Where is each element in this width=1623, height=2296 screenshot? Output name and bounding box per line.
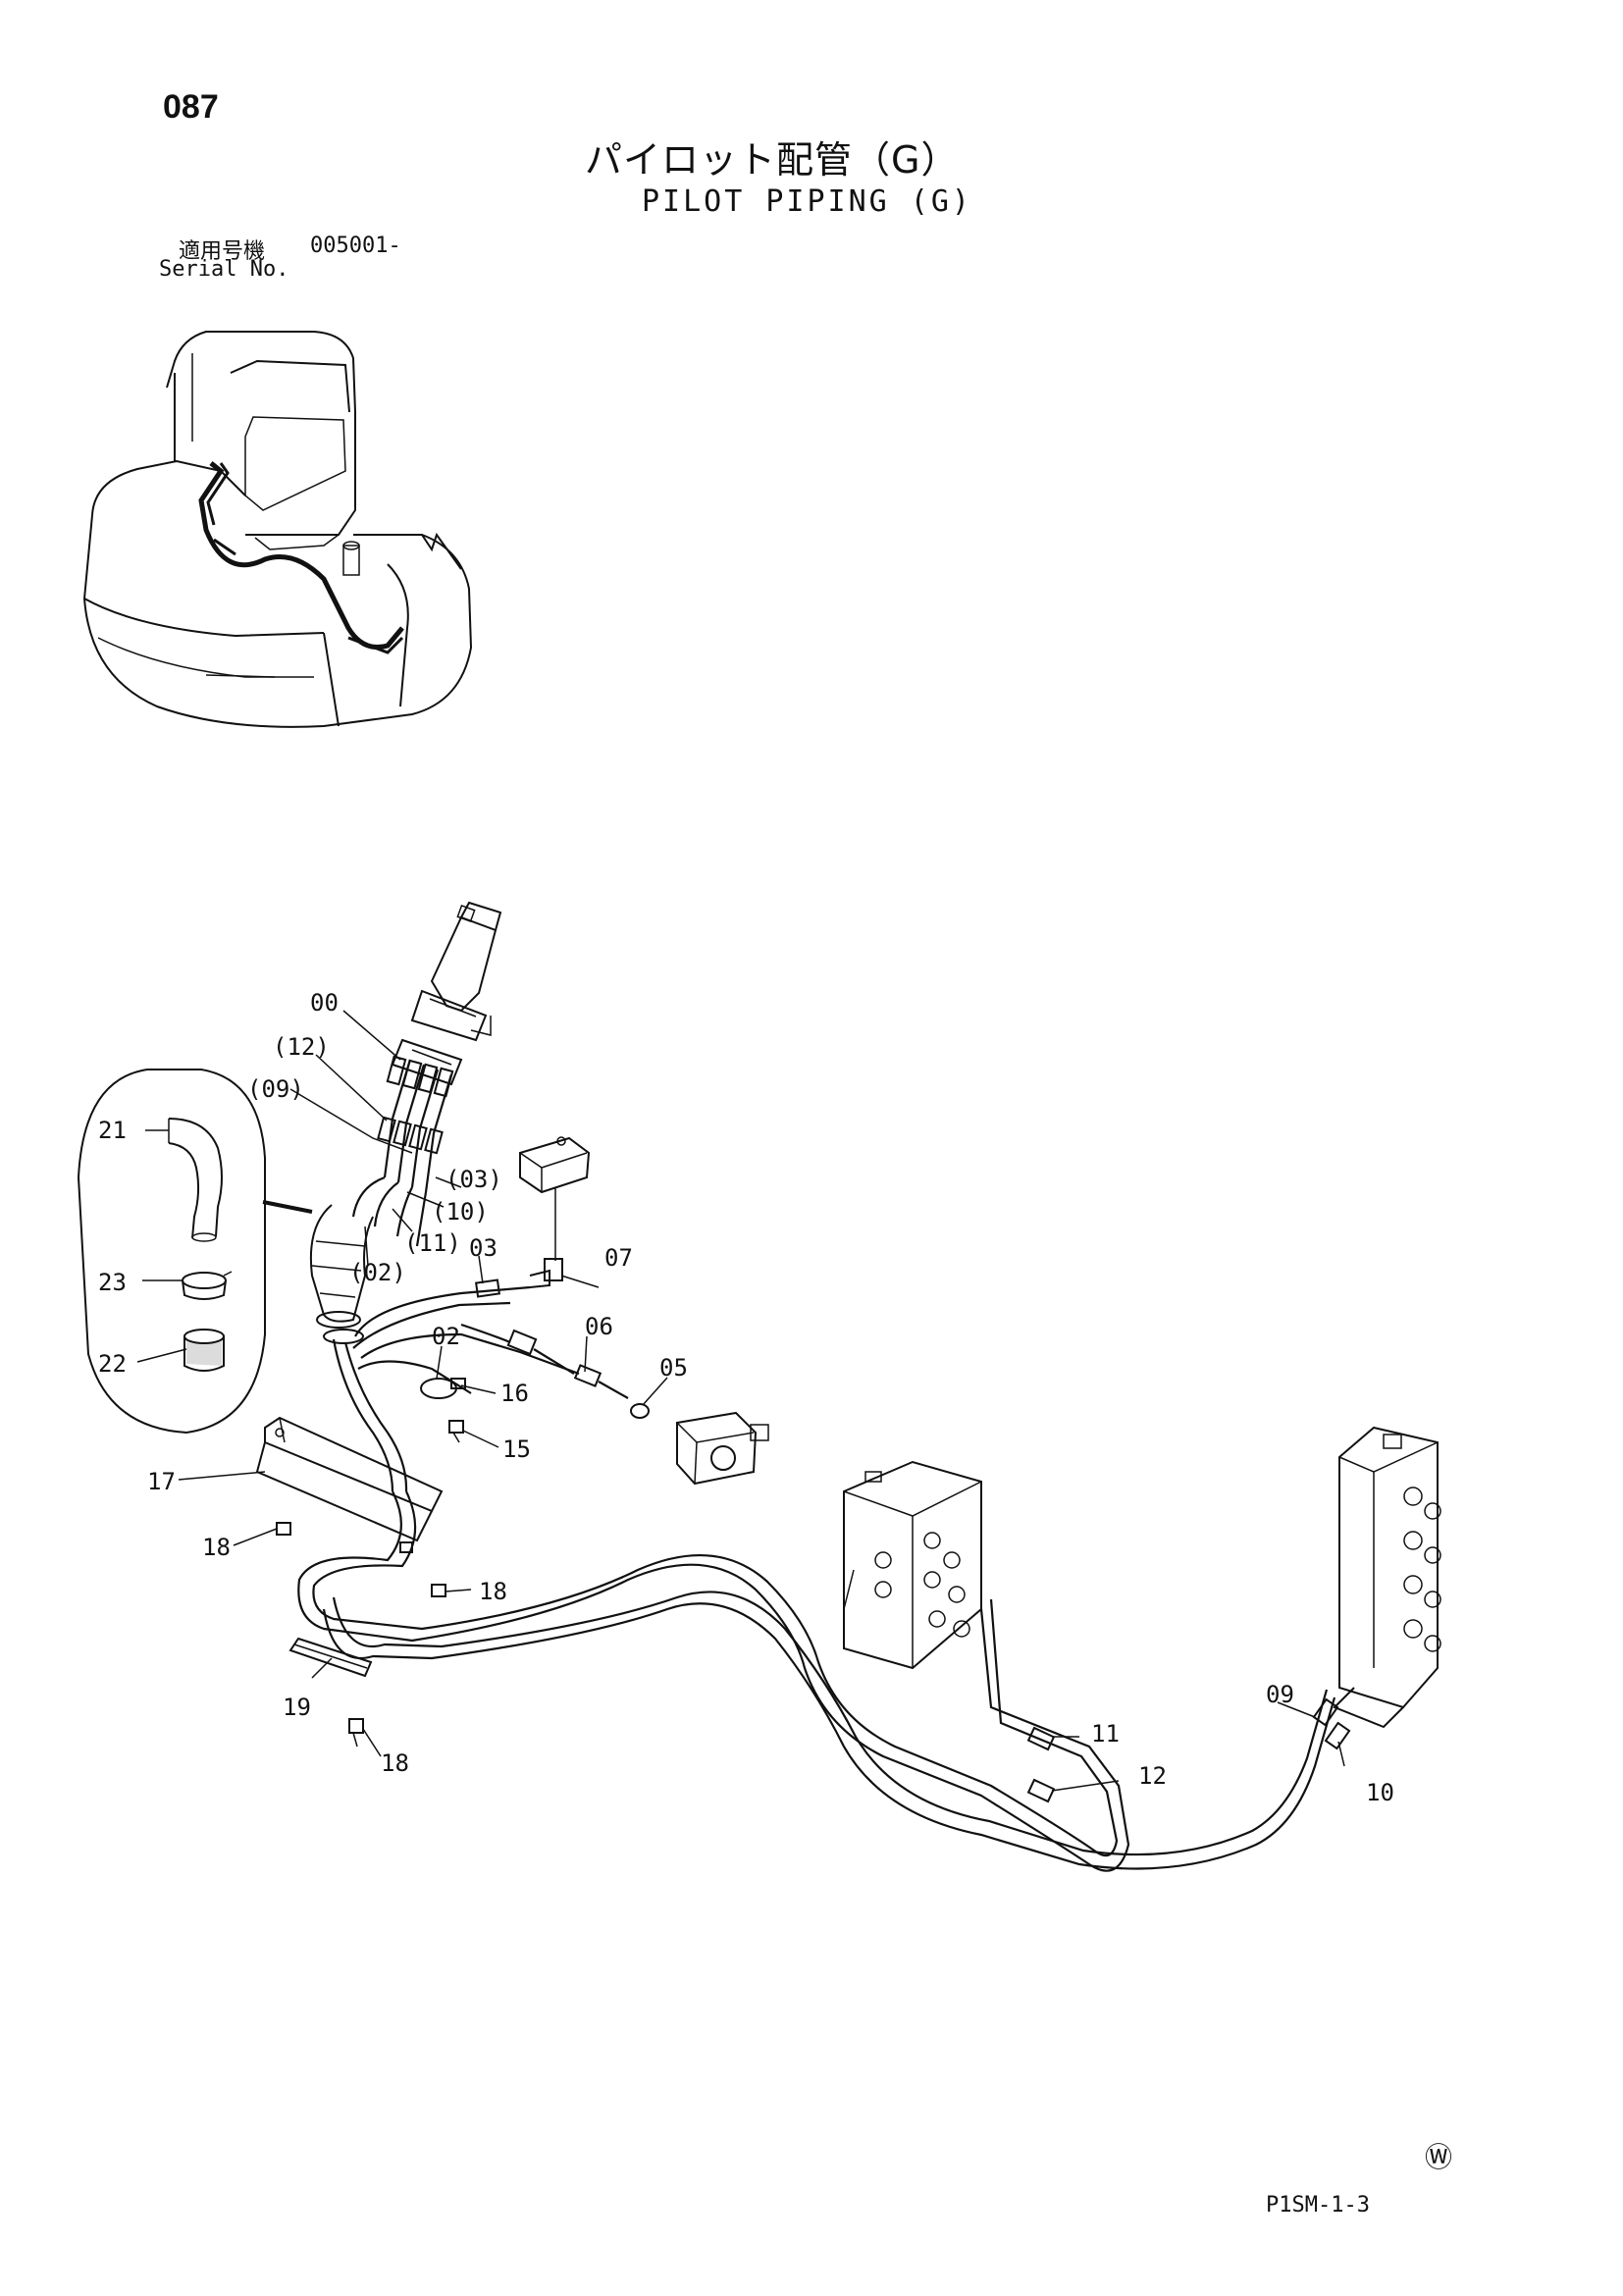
callout-label: 21 bbox=[98, 1117, 127, 1144]
document-code: P1SM-1-3 bbox=[1266, 2193, 1370, 2218]
callout-label: 05 bbox=[659, 1354, 688, 1382]
callout-label: (09) bbox=[247, 1075, 304, 1103]
callout-label: 06 bbox=[585, 1313, 613, 1340]
callout-label: 12 bbox=[1138, 1762, 1167, 1790]
callout-label: 19 bbox=[283, 1694, 311, 1721]
callout-label: 18 bbox=[381, 1749, 409, 1777]
upper-hose-bundle bbox=[309, 1055, 580, 1492]
control-valve-center bbox=[843, 1460, 982, 1670]
solenoid-valve-line bbox=[420, 1323, 769, 1486]
serial-label-japanese: 適用号機 bbox=[179, 239, 266, 264]
callout-label: 17 bbox=[147, 1468, 176, 1495]
w-watermark-icon: Ⓦ bbox=[1425, 2141, 1452, 2173]
callout-label: 02 bbox=[432, 1323, 460, 1350]
callout-label: 22 bbox=[98, 1350, 127, 1378]
callout-label: 07 bbox=[604, 1244, 633, 1272]
callout-label: 18 bbox=[479, 1578, 507, 1605]
callout-labels: 00 (12) (09) (03) (10) (11) (02) 03 07 0… bbox=[98, 989, 1394, 1806]
callout-label: 09 bbox=[1266, 1681, 1294, 1708]
callout-label: (03) bbox=[445, 1166, 502, 1193]
page-title-english: PILOT PIPING (G) bbox=[642, 184, 972, 219]
pressure-switch-07 bbox=[475, 1136, 591, 1298]
callout-label: 10 bbox=[1366, 1779, 1394, 1806]
callout-label: 11 bbox=[1091, 1720, 1120, 1748]
callout-label: 18 bbox=[202, 1534, 231, 1561]
pilot-valve-assembly bbox=[391, 901, 502, 1086]
callout-label: 15 bbox=[502, 1435, 531, 1463]
serial-number-value: 005001- bbox=[310, 234, 401, 258]
page-title-japanese: パイロット配管（G） bbox=[585, 138, 960, 182]
detail-callout-circle bbox=[77, 1069, 313, 1435]
callout-label: 03 bbox=[469, 1234, 497, 1262]
leader-lines bbox=[136, 1010, 1345, 1792]
page-number: 087 bbox=[163, 88, 219, 126]
callout-label: (12) bbox=[273, 1033, 330, 1061]
callout-label: 16 bbox=[500, 1380, 529, 1407]
callout-label: 00 bbox=[310, 989, 339, 1017]
serial-label-english: Serial No. bbox=[159, 257, 289, 282]
callout-label: (10) bbox=[432, 1198, 489, 1226]
machine-overview-sketch bbox=[82, 331, 473, 728]
main-hose-run bbox=[297, 1490, 1351, 1872]
callout-label: (02) bbox=[349, 1259, 406, 1286]
control-valve-right bbox=[1333, 1426, 1441, 1729]
callout-label: (11) bbox=[404, 1229, 461, 1257]
callout-label: 23 bbox=[98, 1269, 127, 1296]
